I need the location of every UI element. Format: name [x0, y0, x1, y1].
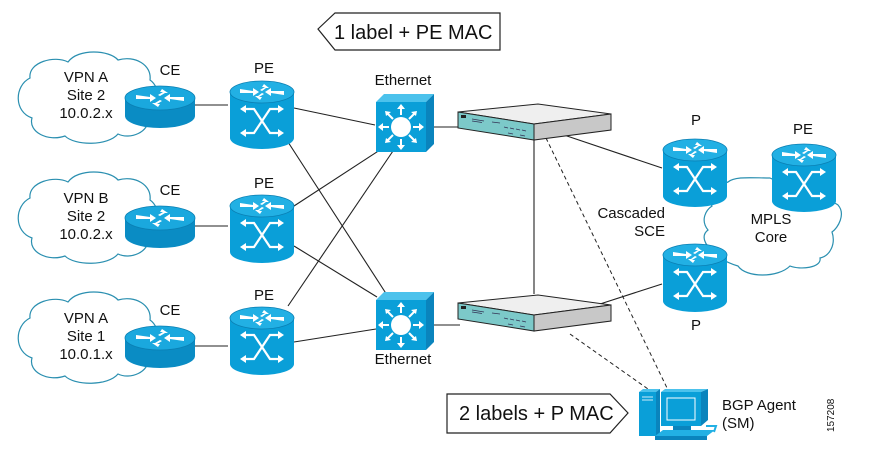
- link-pe2-sw2: [293, 245, 378, 298]
- pe-label: PE: [254, 60, 274, 77]
- pe-label: PE: [793, 121, 813, 138]
- site-number: Site 1: [67, 328, 105, 345]
- router-icon: [124, 85, 196, 129]
- label-switch-router-icon: [228, 79, 296, 151]
- pe-label: PE: [254, 287, 274, 304]
- p-router-top[interactable]: P: [661, 112, 729, 209]
- label-switch-router-icon: [228, 305, 296, 377]
- sce-device-icon: [457, 103, 612, 141]
- agent-label-line1: BGP Agent: [722, 397, 797, 414]
- cascaded-label-line2: SCE: [634, 223, 665, 240]
- label-switch-router-icon: [661, 137, 729, 209]
- callout-bottom: 2 labels + P MAC: [446, 393, 629, 434]
- pe-router-core[interactable]: PE: [770, 121, 838, 214]
- label-switch-router-icon: [661, 242, 729, 314]
- pe-router-2[interactable]: PE: [228, 175, 296, 265]
- ethernet-switch-top[interactable]: Ethernet: [375, 72, 435, 153]
- links: [192, 104, 669, 391]
- site-subnet: 10.0.2.x: [59, 226, 113, 243]
- cascaded-sce-label: Cascaded SCE: [597, 205, 665, 240]
- figure-id: 157208: [826, 398, 837, 432]
- left-arrow-callout-shape: [317, 12, 501, 51]
- pe-router-3[interactable]: PE: [228, 287, 296, 377]
- link-pe3-sw2: [293, 328, 377, 343]
- link-sce1-agent: [545, 137, 669, 391]
- site-cloud-vpn-a-site-2: VPN A Site 2 10.0.2.x: [17, 51, 159, 144]
- ce-router-1[interactable]: CE: [124, 62, 196, 129]
- p-label: P: [691, 112, 701, 129]
- label-switch-router-icon: [228, 193, 296, 265]
- site-cloud-vpn-a-site-1: VPN A Site 1 10.0.1.x: [17, 291, 159, 384]
- ce-label: CE: [160, 182, 181, 199]
- site-subnet: 10.0.2.x: [59, 105, 113, 122]
- agent-label-line2: (SM): [722, 415, 755, 432]
- cascaded-label-line1: Cascaded: [597, 205, 665, 222]
- callout-top: 1 label + PE MAC: [317, 12, 501, 51]
- ce-label: CE: [160, 62, 181, 79]
- switch-label: Ethernet: [375, 72, 433, 89]
- callout-bottom-text: 2 labels + P MAC: [459, 403, 614, 425]
- switch-icon: [375, 93, 435, 153]
- ce-router-2[interactable]: CE: [124, 182, 196, 249]
- bgp-agent-workstation[interactable]: BGP Agent (SM): [639, 389, 797, 440]
- site-cloud-vpn-b-site-2: VPN B Site 2 10.0.2.x: [17, 171, 159, 264]
- sce-platform-top[interactable]: [457, 103, 612, 141]
- p-label: P: [691, 317, 701, 334]
- switch-label: Ethernet: [375, 351, 433, 368]
- link-pe2-sw1: [293, 147, 384, 207]
- workstation-icon: [639, 389, 718, 440]
- ethernet-switch-bottom[interactable]: Ethernet: [375, 291, 435, 368]
- sce-platform-bottom[interactable]: [457, 294, 612, 332]
- router-icon: [124, 325, 196, 369]
- callout-top-text: 1 label + PE MAC: [334, 22, 492, 44]
- site-subnet: 10.0.1.x: [59, 346, 113, 363]
- site-number: Site 2: [67, 208, 105, 225]
- p-router-bottom[interactable]: P: [661, 242, 729, 334]
- ce-router-3[interactable]: CE: [124, 302, 196, 369]
- core-label: Core: [755, 229, 788, 246]
- site-name: VPN A: [64, 310, 108, 327]
- pe-router-1[interactable]: PE: [228, 60, 296, 151]
- mpls-label: MPLS: [751, 211, 792, 228]
- site-number: Site 2: [67, 87, 105, 104]
- right-arrow-callout-shape: [446, 393, 629, 434]
- link-sce2-p2: [599, 283, 663, 305]
- ce-label: CE: [160, 302, 181, 319]
- site-name: VPN B: [63, 190, 108, 207]
- router-icon: [124, 205, 196, 249]
- pe-label: PE: [254, 175, 274, 192]
- link-sce1-p1: [563, 134, 663, 169]
- switch-icon: [375, 291, 435, 351]
- sce-device-icon: [457, 294, 612, 332]
- link-pe3-sw1: [287, 147, 396, 307]
- link-pe1-sw2: [287, 141, 388, 296]
- link-pe1-sw1: [293, 107, 376, 126]
- site-name: VPN A: [64, 69, 108, 86]
- link-sce2-agent: [569, 333, 649, 390]
- label-switch-router-icon: [770, 142, 838, 214]
